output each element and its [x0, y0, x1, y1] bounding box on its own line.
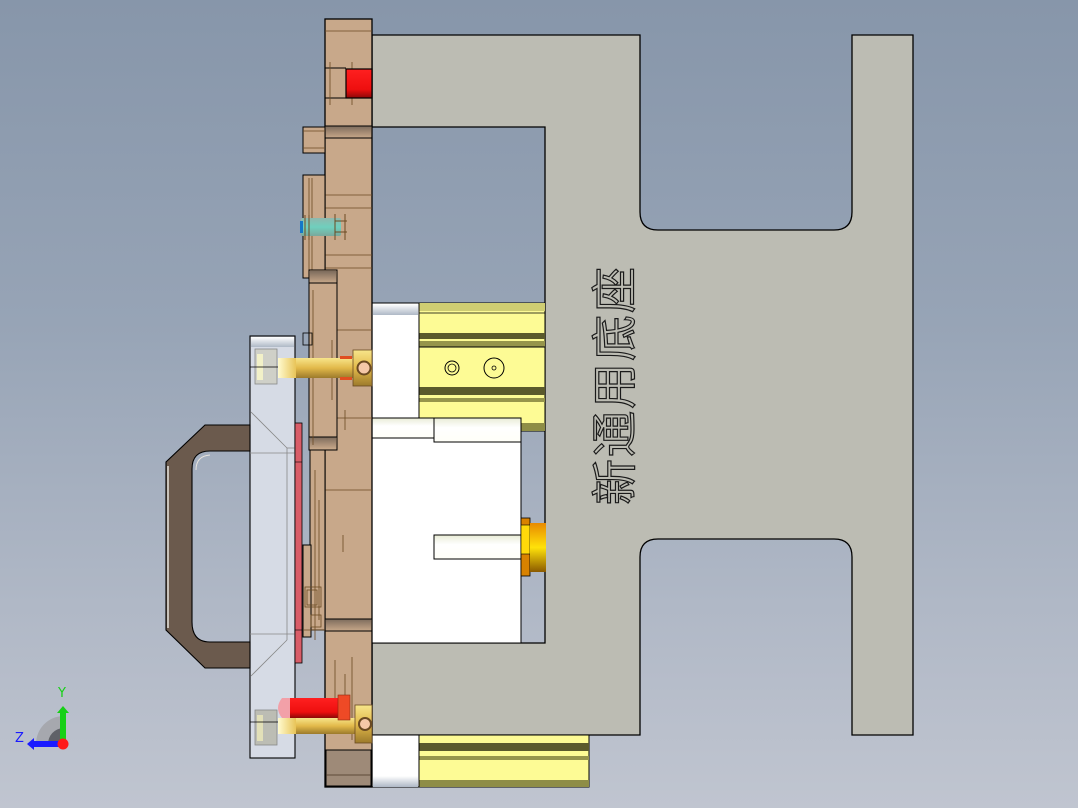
guide-rail-bottom[interactable]: [418, 734, 590, 788]
red-gasket[interactable]: [294, 422, 303, 664]
y-axis-arrow: [60, 712, 66, 742]
triad-z-label: Z: [15, 731, 24, 746]
x-axis-origin: [57, 738, 69, 750]
brass-pin-lower[interactable]: [278, 704, 373, 744]
h-frame-base[interactable]: [371, 34, 914, 736]
guide-rail-top[interactable]: [418, 302, 546, 432]
transparent-cover-plate[interactable]: [249, 335, 296, 759]
white-slider-block-upper[interactable]: [371, 302, 420, 432]
red-ejector-pin[interactable]: [278, 694, 351, 721]
mold-plate-stack[interactable]: [302, 18, 373, 788]
z-axis-arrow: [33, 741, 63, 747]
brass-pin-upper[interactable]: [278, 349, 373, 387]
teal-screw[interactable]: [300, 214, 347, 240]
red-block-top[interactable]: [345, 68, 373, 99]
part-label-engraving: 新通用底座: [587, 264, 642, 505]
white-slider-block-lower[interactable]: [371, 734, 420, 788]
white-slider-block[interactable]: [371, 417, 522, 644]
triad-y-label: Y: [58, 686, 66, 701]
handle[interactable]: [165, 424, 251, 669]
gold-nut[interactable]: [520, 517, 546, 577]
axis-triad: [27, 706, 69, 750]
